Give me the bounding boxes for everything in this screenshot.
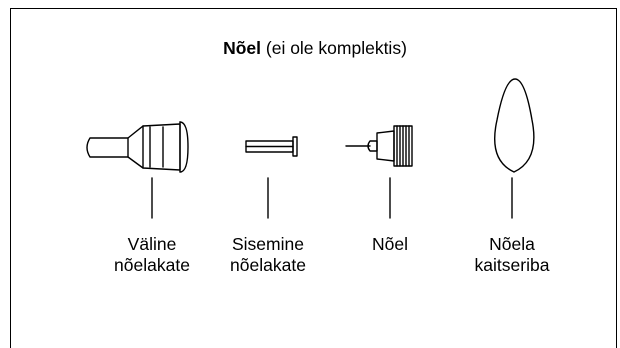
label-outer-cap-line1: Väline <box>127 234 177 254</box>
needle-icon <box>345 125 413 219</box>
needle-tab-icon <box>494 78 535 219</box>
diagram-frame <box>10 8 617 348</box>
outer-needle-cap-icon <box>86 121 189 219</box>
label-needle-tab: Nõela kaitseriba <box>475 234 550 276</box>
label-inner-cap-line2: nõelakate <box>230 255 306 275</box>
title-bold: Nõel <box>223 38 262 58</box>
label-inner-cap: Sisemine nõelakate <box>230 234 306 276</box>
diagram-title: Nõel (ei ole komplektis) <box>0 38 620 59</box>
label-needle-tab-line2: kaitseriba <box>474 255 550 275</box>
label-outer-cap-line2: nõelakate <box>114 255 190 275</box>
label-needle: Nõel <box>372 234 408 255</box>
title-rest: (ei ole komplektis) <box>261 38 407 58</box>
label-needle-tab-line1: Nõela <box>489 234 535 254</box>
inner-needle-cap-icon <box>245 136 298 219</box>
label-inner-cap-line1: Sisemine <box>232 234 304 254</box>
label-needle-line1: Nõel <box>372 234 408 254</box>
label-outer-cap: Väline nõelakate <box>114 234 190 276</box>
